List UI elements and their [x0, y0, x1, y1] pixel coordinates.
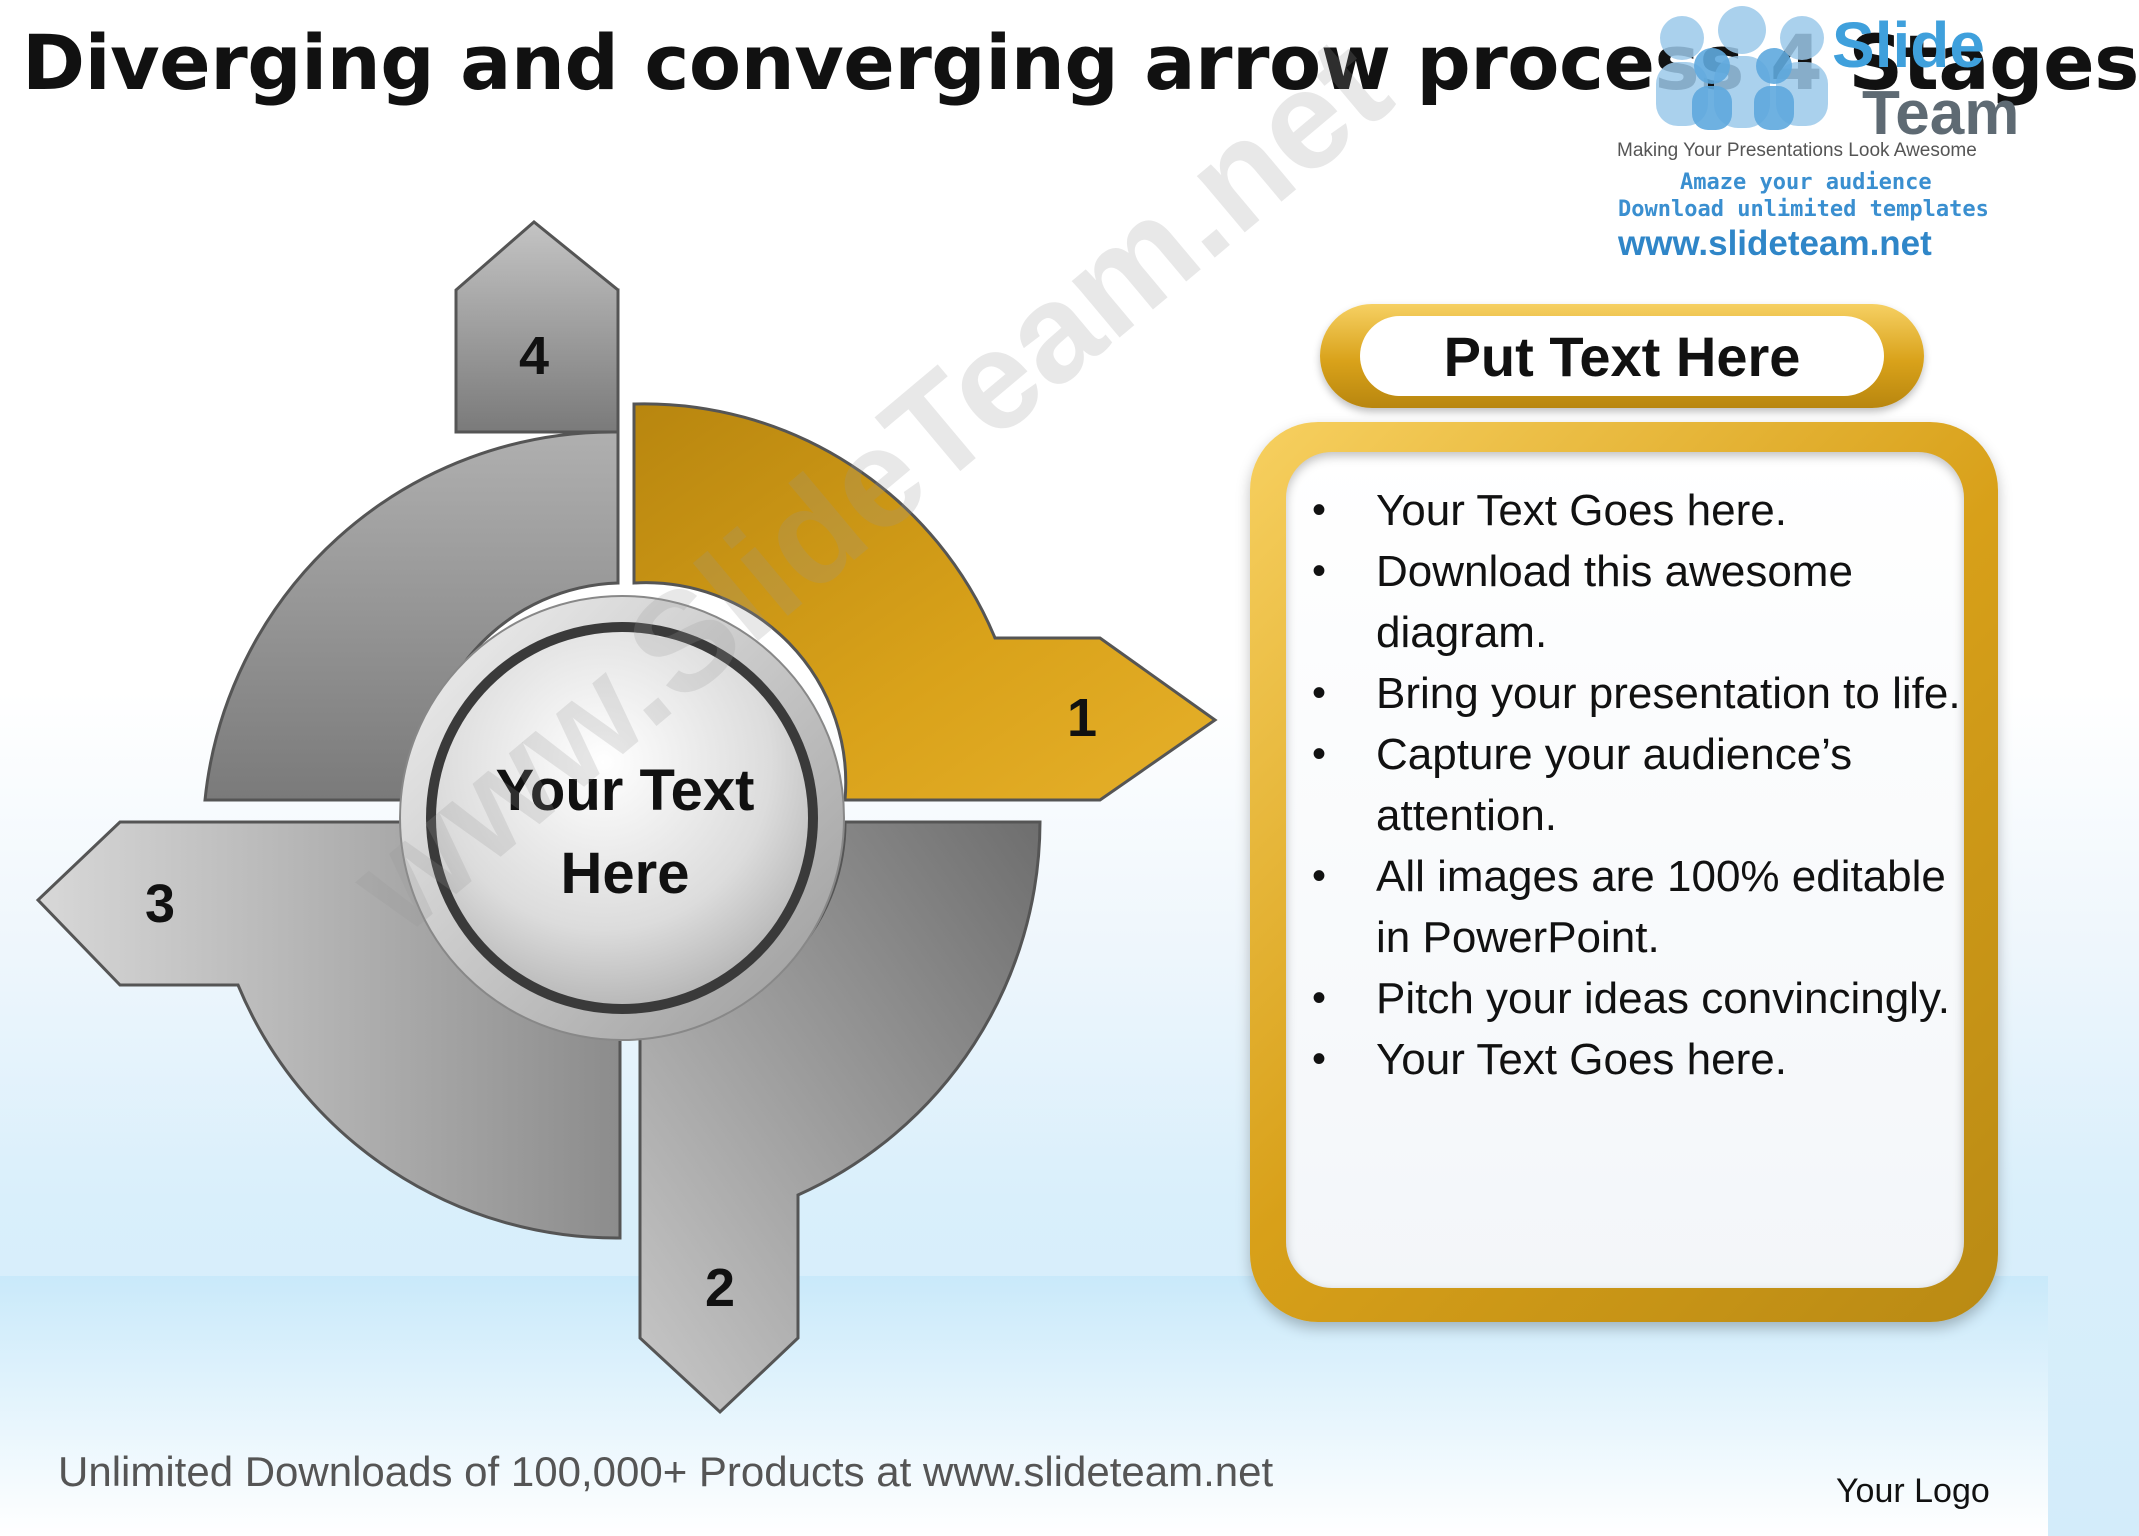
bullet-item: Bring your presentation to life.: [1276, 663, 1976, 724]
panel-header-pill: Put Text Here: [1320, 304, 1924, 408]
bullet-item: Capture your audience’s attention.: [1276, 724, 1976, 846]
your-logo-placeholder: Your Logo: [1836, 1472, 1990, 1510]
logo-tagline: Making Your Presentations Look Awesome: [1617, 140, 1977, 161]
bullet-list: Your Text Goes here. Download this aweso…: [1276, 480, 1976, 1090]
slideteam-logo: Slide Team Making Your Presentations Loo…: [1600, 0, 2040, 270]
stage-2-label: 2: [705, 1258, 735, 1318]
four-stage-arrow-diagram: Your Text Here 4 1 3 2: [35, 220, 1218, 1415]
center-text-line2: Here: [561, 841, 690, 906]
stage-4-arrowhead: [454, 220, 620, 434]
stage-4-arrow: [203, 288, 620, 802]
logo-promo-amaze: Amaze your audience: [1680, 170, 1932, 195]
center-text-line1: Your Text: [496, 758, 755, 823]
bullet-item: Pitch your ideas convincingly.: [1276, 968, 1976, 1029]
bullet-item: Your Text Goes here.: [1276, 1029, 1976, 1090]
logo-brand-team: Team: [1862, 79, 2020, 148]
people-icon: [1656, 6, 1828, 130]
stage-1-arrow: [632, 402, 1218, 802]
stage-1-label: 1: [1067, 688, 1097, 748]
logo-url: www.slideteam.net: [1618, 224, 1932, 263]
logo-brand-slide: Slide: [1832, 9, 1985, 81]
stage-3-label: 3: [145, 874, 175, 934]
bullet-item: Download this awesome diagram.: [1276, 541, 1976, 663]
bullet-item: Your Text Goes here.: [1276, 480, 1976, 541]
footer-text: Unlimited Downloads of 100,000+ Products…: [58, 1448, 1274, 1495]
logo-promo-download: Download unlimited templates: [1618, 197, 1989, 222]
center-disc: [436, 632, 808, 1004]
panel-header-text: Put Text Here: [1360, 316, 1884, 396]
stage-4-label: 4: [519, 326, 549, 386]
bullet-item: All images are 100% editable in PowerPoi…: [1276, 846, 1976, 968]
